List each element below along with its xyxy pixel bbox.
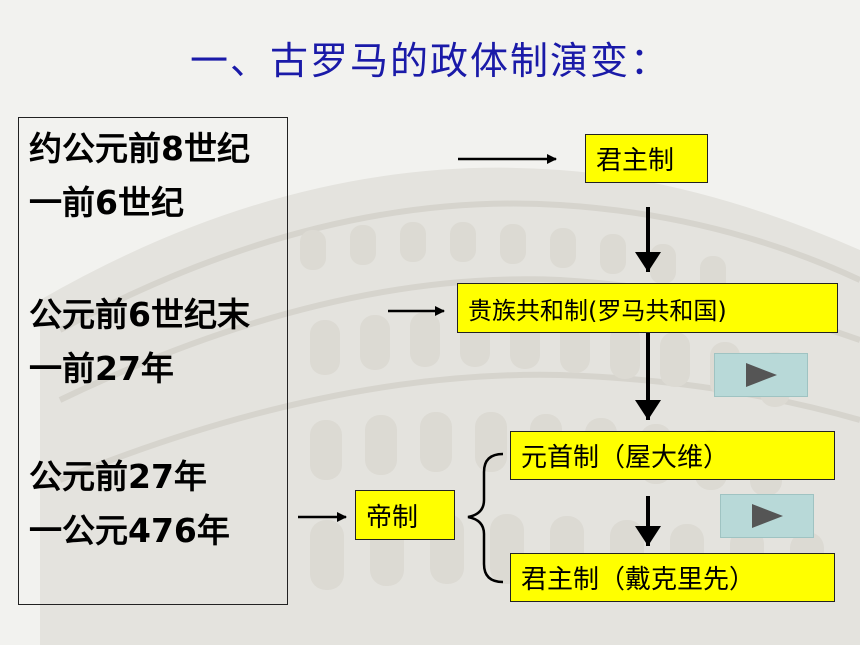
period-1-line-1: 约公元前8世纪 [29, 129, 250, 168]
empire-box: 帝制 [355, 490, 455, 540]
period-1-line-2: 一前6世纪 [29, 183, 184, 222]
period-2: 公元前6世纪末 一前27年 [29, 288, 250, 396]
play-icon [752, 504, 783, 528]
brace-icon [467, 452, 504, 584]
play-button-2[interactable] [720, 494, 814, 538]
period-3-line-2: 一公元476年 [29, 511, 230, 550]
period-2-line-2: 一前27年 [29, 349, 174, 388]
monarchy-box: 君主制 [585, 134, 708, 183]
dominate-box: 君主制（戴克里先） [510, 553, 835, 602]
play-button-1[interactable] [714, 353, 808, 397]
period-3-line-1: 公元前27年 [29, 457, 207, 496]
period-3: 公元前27年 一公元476年 [29, 450, 230, 558]
slide-title: 一、古罗马的政体制演变： [189, 39, 670, 83]
period-2-line-1: 公元前6世纪末 [29, 295, 250, 334]
period-list-box: 约公元前8世纪 一前6世纪 公元前6世纪末 一前27年 公元前27年 一公元47… [18, 117, 288, 605]
republic-box: 贵族共和制(罗马共和国) [457, 283, 838, 333]
period-1: 约公元前8世纪 一前6世纪 [29, 122, 250, 230]
principate-box: 元首制（屋大维） [510, 431, 835, 480]
play-icon [746, 363, 777, 387]
